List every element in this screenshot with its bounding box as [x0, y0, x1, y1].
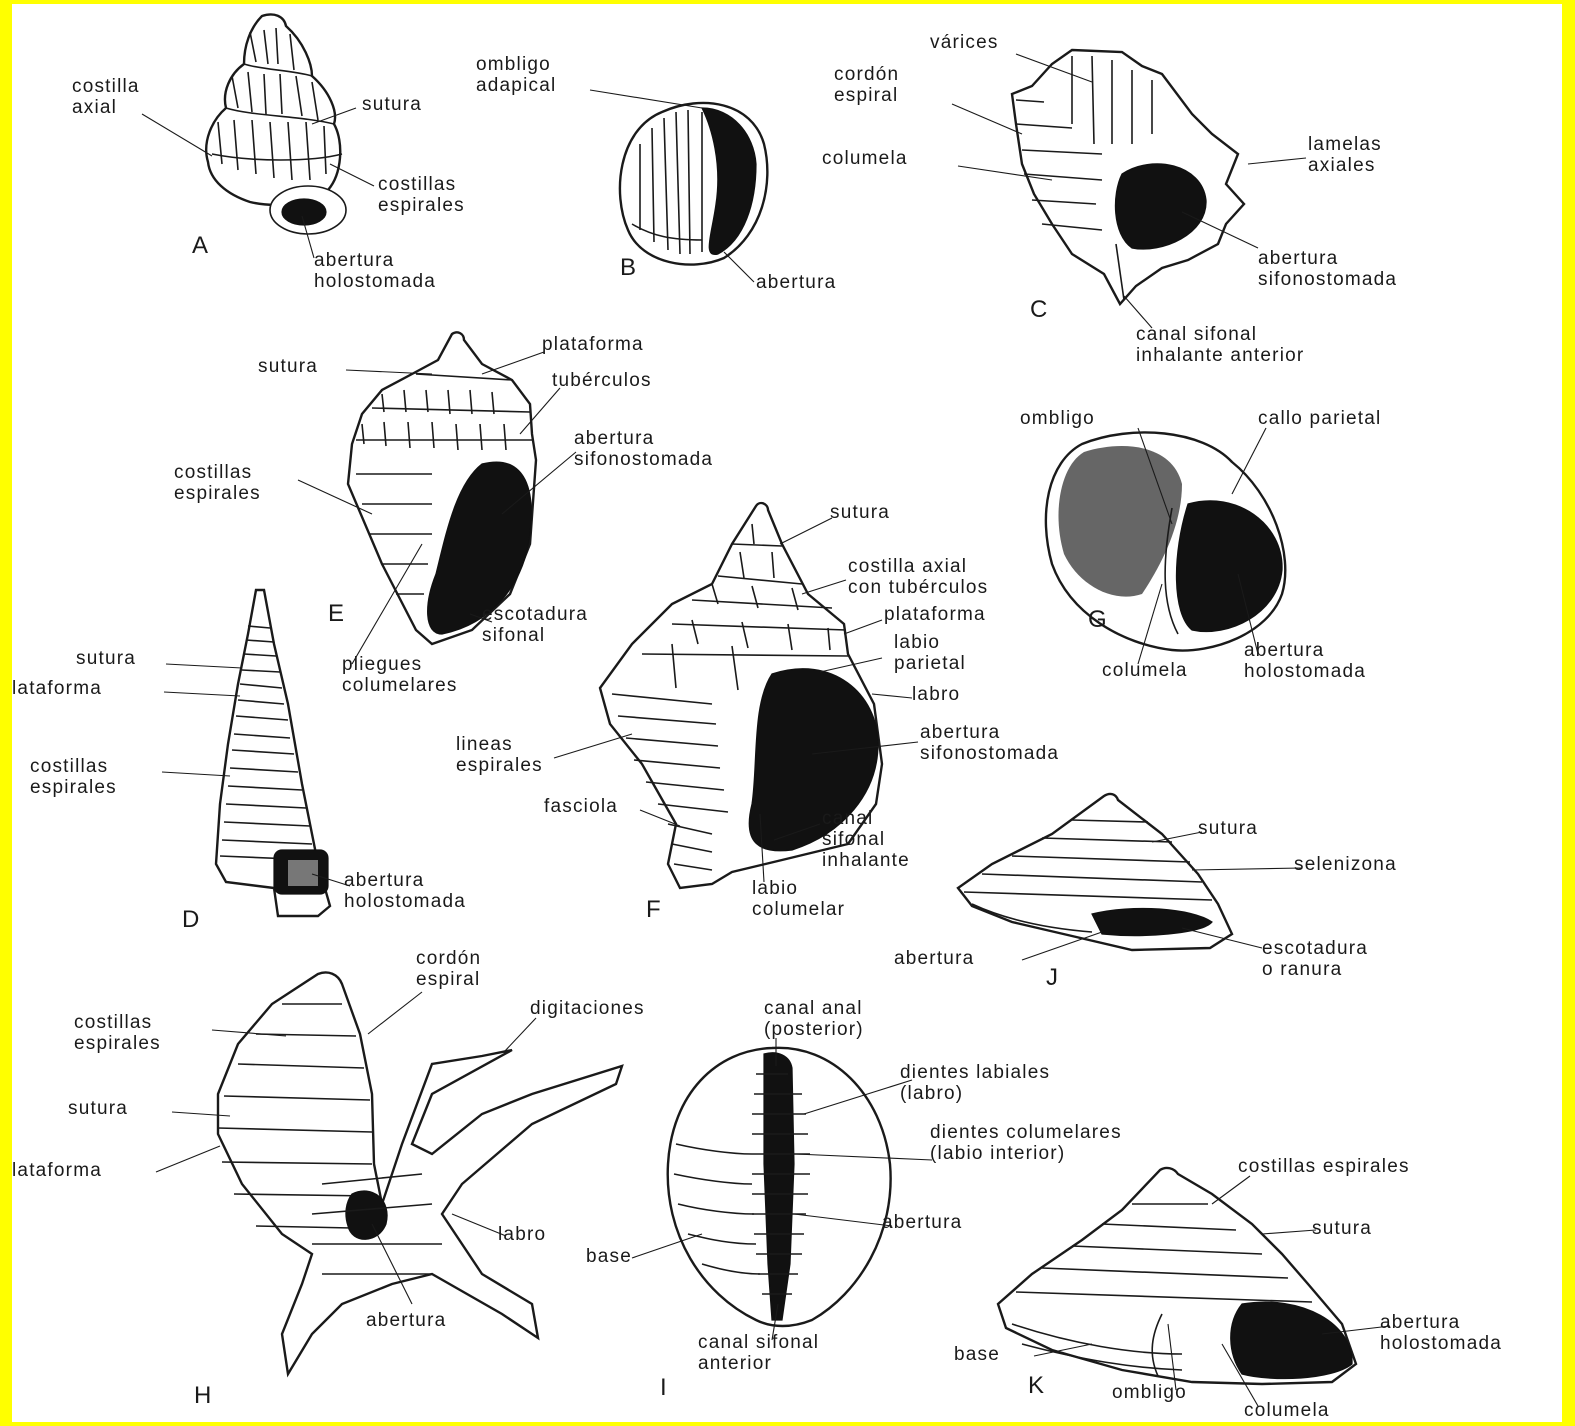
- label-e-abertura: abertura sifonostomada: [574, 428, 713, 470]
- label-a-sutura: sutura: [362, 94, 422, 115]
- label-j-selenizona: selenizona: [1294, 854, 1397, 875]
- figure-label-k: K: [1028, 1374, 1044, 1398]
- label-c-abertura: abertura sifonostomada: [1258, 248, 1397, 290]
- label-f-fasciola: fasciola: [544, 796, 618, 817]
- label-h-cordon: cordón espiral: [416, 948, 481, 990]
- label-j-escotadura: escotadura o ranura: [1262, 938, 1368, 980]
- figure-label-b: B: [620, 256, 636, 280]
- label-e-pliegues: pliegues columelares: [342, 654, 458, 696]
- label-h-labro: labro: [498, 1224, 546, 1245]
- label-k-columela: columela: [1244, 1400, 1330, 1421]
- label-c-cordon: cordón espiral: [834, 64, 899, 106]
- label-f-labio-columelar: labio columelar: [752, 878, 845, 920]
- label-b-abertura: abertura: [756, 272, 836, 293]
- label-c-canal: canal sifonal inhalante anterior: [1136, 324, 1304, 366]
- label-g-ombligo: ombligo: [1020, 408, 1095, 429]
- label-f-canal: canal sifonal inhalante: [822, 808, 910, 871]
- label-j-sutura: sutura: [1198, 818, 1258, 839]
- label-g-abertura: abertura holostomada: [1244, 640, 1366, 682]
- label-c-varices: várices: [930, 32, 999, 53]
- label-f-labio-parietal: labio parietal: [894, 632, 966, 674]
- label-d-abertura: abertura holostomada: [344, 870, 466, 912]
- label-k-ombligo: ombligo: [1112, 1382, 1187, 1403]
- label-f-plataforma: plataforma: [884, 604, 986, 625]
- shell-e-drawing: [348, 332, 536, 644]
- label-h-sutura: sutura: [68, 1098, 128, 1119]
- figure-label-h: H: [194, 1384, 211, 1408]
- shell-b-drawing: [620, 103, 767, 265]
- shell-k-drawing: [998, 1168, 1356, 1384]
- label-f-abertura: abertura sifonostomada: [920, 722, 1059, 764]
- label-i-abertura: abertura: [882, 1212, 962, 1233]
- label-f-lineas: lineas espirales: [456, 734, 543, 776]
- shell-a-drawing: [206, 14, 346, 234]
- label-i-canal-anal: canal anal (posterior): [764, 998, 864, 1040]
- label-b-ombligo: ombligo adapical: [476, 54, 556, 96]
- shell-d-drawing: [216, 590, 330, 916]
- label-h-plataforma: lataforma: [12, 1160, 102, 1181]
- label-h-costillas: costillas espirales: [74, 1012, 161, 1054]
- label-f-sutura: sutura: [830, 502, 890, 523]
- label-h-abertura: abertura: [366, 1310, 446, 1331]
- label-g-callo: callo parietal: [1258, 408, 1381, 429]
- label-d-plataforma: lataforma: [12, 678, 102, 699]
- label-k-costillas: costillas espirales: [1238, 1156, 1410, 1177]
- diagram-canvas: A B C D E F G H I J K costilla axial sut…: [12, 4, 1562, 1422]
- label-i-base: base: [586, 1246, 632, 1267]
- figure-label-g: G: [1088, 608, 1107, 632]
- figure-label-e: E: [328, 602, 344, 626]
- figure-label-d: D: [182, 908, 199, 932]
- label-e-costillas: costillas espirales: [174, 462, 261, 504]
- figure-label-a: A: [192, 234, 208, 258]
- label-f-costilla: costilla axial con tubérculos: [848, 556, 988, 598]
- shell-drawings: [12, 4, 1562, 1422]
- shell-j-drawing: [958, 794, 1232, 950]
- figure-label-i: I: [660, 1376, 667, 1400]
- label-c-lamelas: lamelas axiales: [1308, 134, 1382, 176]
- label-e-sutura: sutura: [258, 356, 318, 377]
- label-c-columela: columela: [822, 148, 908, 169]
- label-d-costillas: costillas espirales: [30, 756, 117, 798]
- label-k-abertura: abertura holostomada: [1380, 1312, 1502, 1354]
- label-a-abertura: abertura holostomada: [314, 250, 436, 292]
- label-e-tuberculos: tubérculos: [552, 370, 652, 391]
- label-j-abertura: abertura: [894, 948, 974, 969]
- shell-i-drawing: [668, 1048, 891, 1326]
- label-k-sutura: sutura: [1312, 1218, 1372, 1239]
- label-i-dientes-columelares: dientes columelares (labio interior): [930, 1122, 1122, 1164]
- label-e-escotadura: escotadura sifonal: [482, 604, 588, 646]
- label-a-costillas-espirales: costillas espirales: [378, 174, 465, 216]
- label-g-columela: columela: [1102, 660, 1188, 681]
- label-d-sutura: sutura: [76, 648, 136, 669]
- figure-label-c: C: [1030, 298, 1047, 322]
- label-f-labro: labro: [912, 684, 960, 705]
- figure-label-j: J: [1046, 966, 1058, 990]
- figure-label-f: F: [646, 898, 661, 922]
- label-a-costilla-axial: costilla axial: [72, 76, 140, 118]
- shell-c-drawing: [1012, 50, 1244, 304]
- label-i-canal-sifonal: canal sifonal anterior: [698, 1332, 819, 1374]
- label-e-plataforma: plataforma: [542, 334, 644, 355]
- label-i-dientes-labiales: dientes labiales (labro): [900, 1062, 1050, 1104]
- label-h-digitaciones: digitaciones: [530, 998, 645, 1019]
- label-k-base: base: [954, 1344, 1000, 1365]
